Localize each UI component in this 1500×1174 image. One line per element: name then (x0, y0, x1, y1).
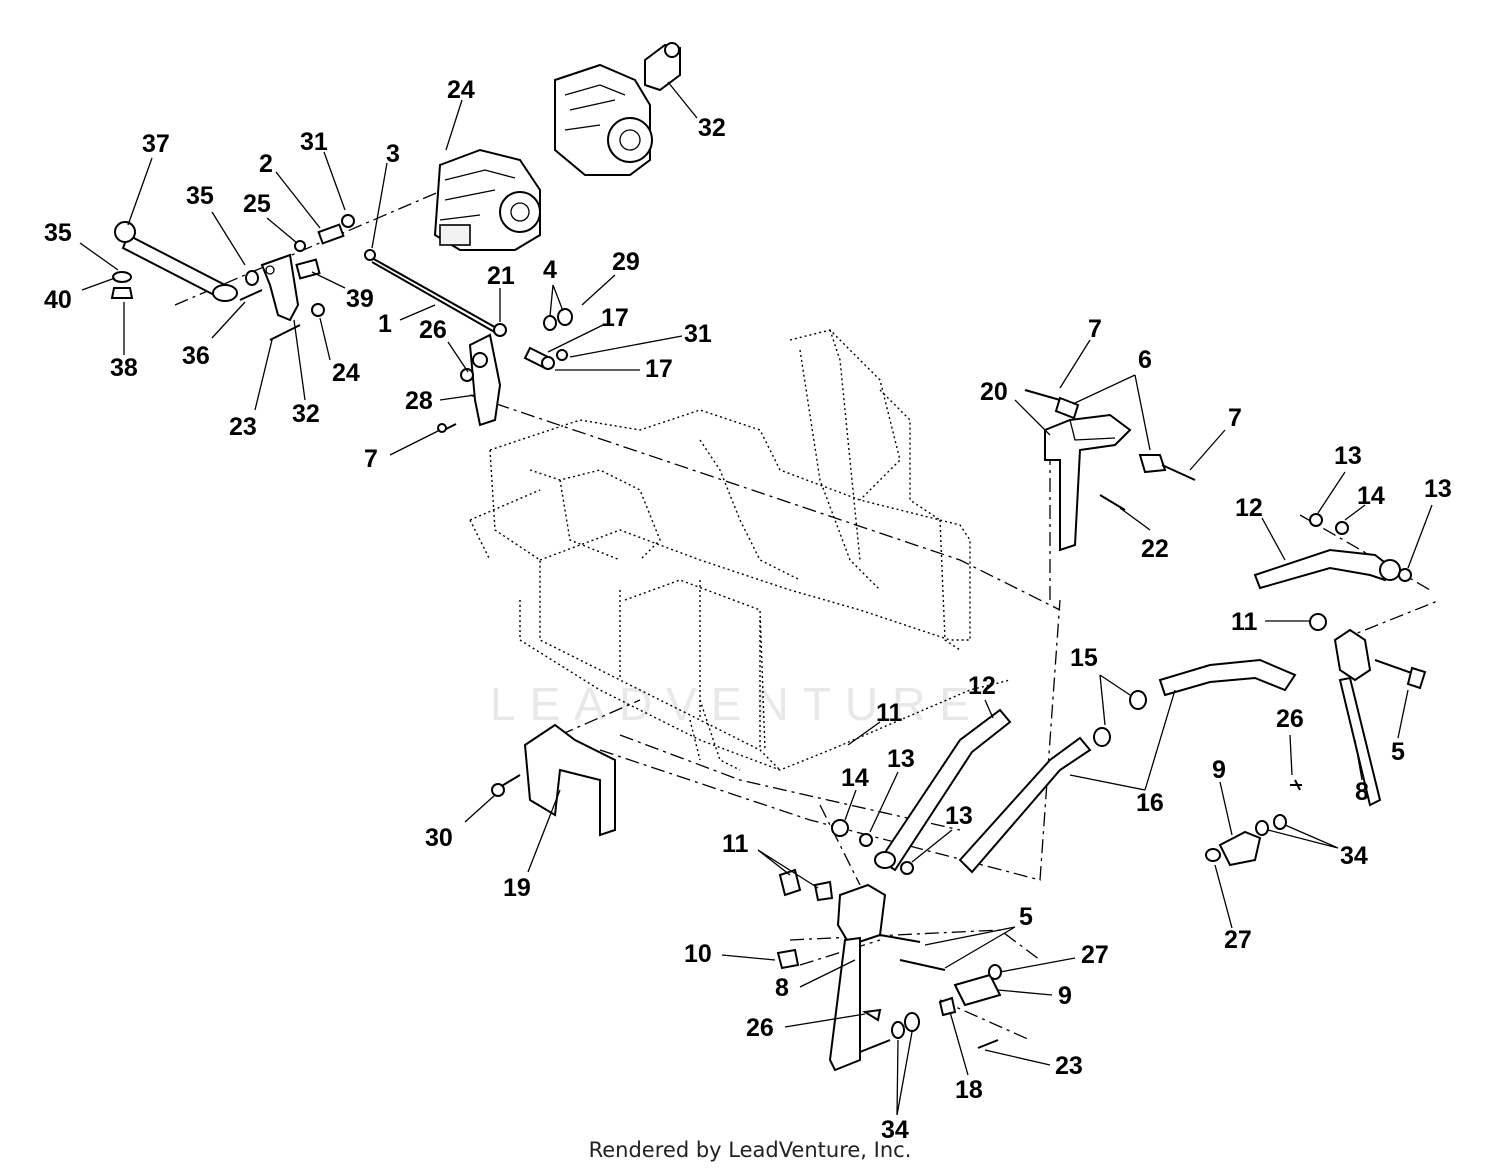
callout-37: 37 (142, 130, 170, 158)
callout-7: 7 (1088, 315, 1102, 343)
callout-9: 9 (1058, 982, 1072, 1010)
callout-14: 14 (841, 764, 869, 792)
callout-19: 19 (503, 874, 531, 902)
callout-labels: 24 32 37 31 3 2 35 25 35 40 38 36 39 23 … (44, 76, 1452, 1144)
transmission-main (433, 148, 541, 251)
callout-9: 9 (1212, 756, 1226, 784)
callout-31: 31 (684, 320, 712, 348)
callout-27: 27 (1224, 926, 1252, 954)
callout-10: 10 (684, 940, 712, 968)
callout-13: 13 (945, 802, 973, 830)
callout-23: 23 (1055, 1052, 1083, 1080)
callout-24: 24 (447, 76, 475, 104)
callout-29: 29 (612, 248, 640, 276)
callout-13: 13 (1334, 442, 1362, 470)
callout-31: 31 (300, 128, 328, 156)
callout-12: 12 (968, 672, 996, 700)
bracket-19 (491, 723, 616, 837)
hoses (874, 658, 1297, 874)
callout-20: 20 (980, 378, 1008, 406)
chassis-frame (469, 329, 1011, 771)
callout-3: 3 (386, 140, 400, 168)
callout-8: 8 (775, 974, 789, 1002)
callout-26: 26 (419, 316, 447, 344)
callout-34: 34 (881, 1116, 909, 1144)
transmission-top (554, 42, 681, 176)
callout-7: 7 (1228, 404, 1242, 432)
callout-24: 24 (332, 359, 360, 387)
callout-2: 2 (259, 150, 273, 178)
callout-11: 11 (1231, 608, 1258, 636)
callout-13: 13 (1424, 475, 1452, 503)
callout-14: 14 (1357, 482, 1385, 510)
callout-35: 35 (44, 219, 72, 247)
callout-32: 32 (698, 114, 726, 142)
callout-8: 8 (1355, 778, 1369, 806)
callout-6: 6 (1138, 346, 1152, 374)
callout-35: 35 (186, 182, 214, 210)
callout-4: 4 (543, 256, 557, 284)
callout-15: 15 (1070, 644, 1098, 672)
callout-26: 26 (1276, 705, 1304, 733)
callout-40: 40 (44, 286, 72, 314)
leader-lines (79, 81, 1433, 1116)
callout-21: 21 (487, 262, 515, 290)
callout-32: 32 (292, 400, 320, 428)
callout-30: 30 (425, 824, 453, 852)
callout-22: 22 (1141, 535, 1169, 563)
callout-26: 26 (746, 1014, 774, 1042)
left-lever-assembly (776, 819, 1002, 1072)
callout-7: 7 (364, 445, 378, 473)
callout-39: 39 (346, 285, 374, 313)
callout-27: 27 (1081, 941, 1109, 969)
callout-36: 36 (182, 342, 210, 370)
right-lever-assembly (1205, 513, 1427, 867)
watermark-text: LEADVENTURE (490, 678, 984, 730)
callout-18: 18 (955, 1076, 983, 1104)
callout-11: 11 (876, 699, 903, 727)
callout-1: 1 (378, 310, 392, 338)
callout-38: 38 (110, 354, 138, 382)
bracket-20 (1024, 389, 1196, 552)
callout-28: 28 (405, 387, 433, 415)
callout-16: 16 (1136, 789, 1164, 817)
callout-17: 17 (601, 304, 629, 332)
callout-11: 11 (722, 830, 749, 858)
callout-25: 25 (243, 190, 271, 218)
callout-5: 5 (1019, 903, 1033, 931)
callout-17: 17 (645, 355, 673, 383)
callout-5: 5 (1391, 738, 1405, 766)
callout-13: 13 (887, 745, 915, 773)
callout-34: 34 (1340, 842, 1368, 870)
control-rod-assembly (110, 214, 573, 433)
footer-credit: Rendered by LeadVenture, Inc. (588, 1138, 912, 1162)
callout-23: 23 (229, 413, 257, 441)
callout-12: 12 (1235, 494, 1263, 522)
